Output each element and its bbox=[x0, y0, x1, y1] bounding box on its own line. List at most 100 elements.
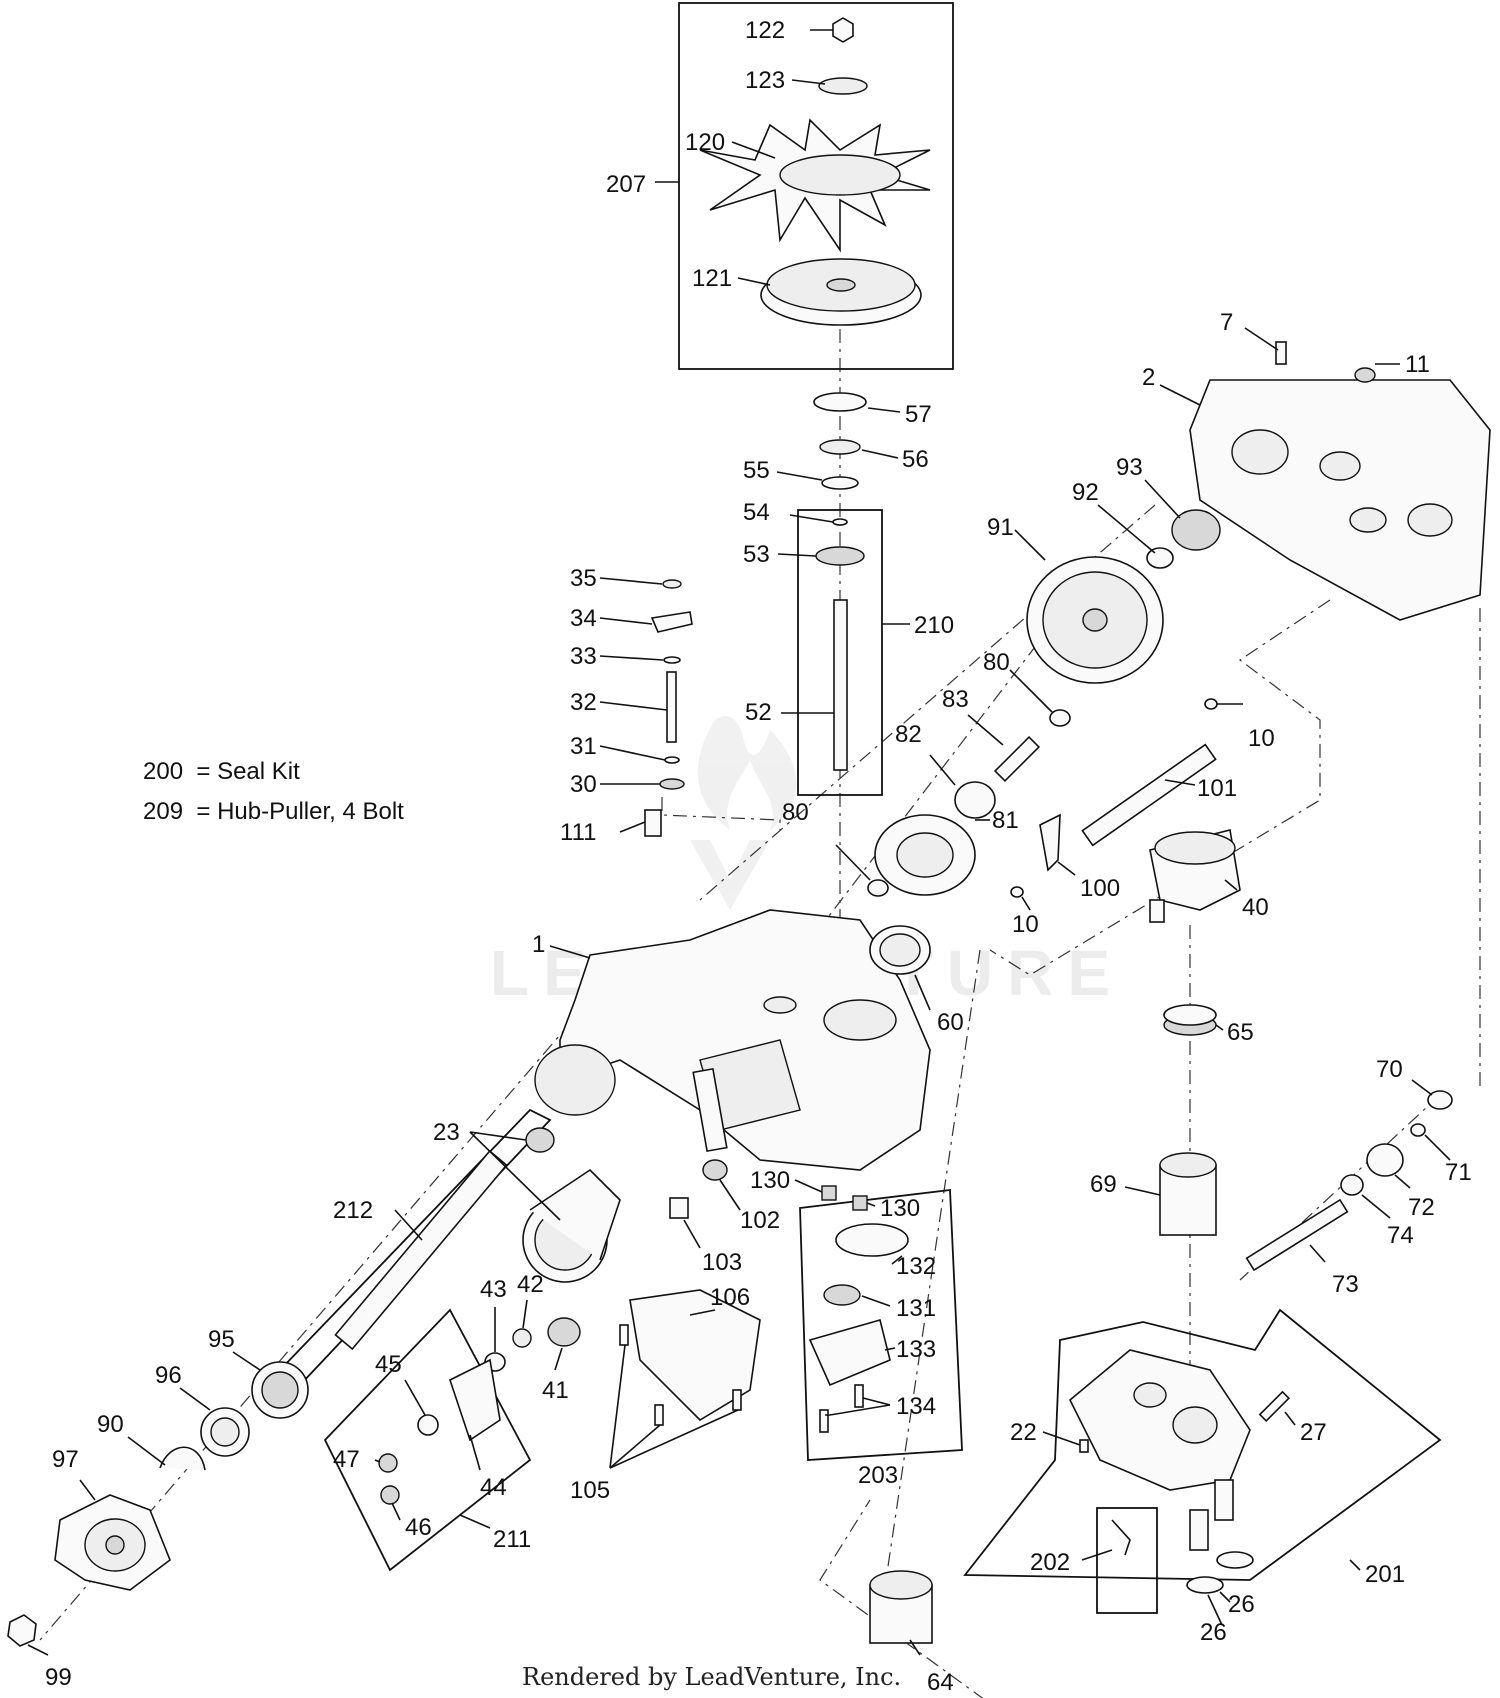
callout-43: 43 bbox=[480, 1276, 507, 1303]
valve-131 bbox=[823, 1284, 861, 1306]
callout-95: 95 bbox=[208, 1326, 235, 1353]
callout-93: 93 bbox=[1116, 454, 1143, 481]
nut-122 bbox=[832, 17, 854, 43]
seal-96 bbox=[200, 1407, 250, 1457]
callout-57: 57 bbox=[905, 401, 932, 428]
arm-102 bbox=[692, 1067, 728, 1153]
callout-121: 121 bbox=[692, 265, 732, 292]
callout-81: 81 bbox=[992, 807, 1019, 834]
shaft-101 bbox=[1081, 743, 1217, 847]
fitting-42 bbox=[512, 1328, 532, 1348]
washer-70 bbox=[1427, 1090, 1453, 1110]
spring-202 bbox=[1111, 1519, 1131, 1556]
bushing-23 bbox=[525, 1127, 555, 1153]
screw-105a bbox=[619, 1324, 629, 1346]
washer-45 bbox=[417, 1414, 439, 1436]
gear-81 bbox=[874, 814, 976, 896]
oring-26b bbox=[1216, 1551, 1254, 1569]
callout-73: 73 bbox=[1332, 1271, 1359, 1298]
callout-80: 80 bbox=[782, 799, 809, 826]
callout-41: 41 bbox=[542, 1377, 569, 1404]
callout-44: 44 bbox=[480, 1474, 507, 1501]
valve-202b bbox=[1214, 1479, 1234, 1521]
screw-134a bbox=[819, 1409, 829, 1433]
base-133 bbox=[808, 1319, 891, 1387]
clip-103 bbox=[669, 1197, 689, 1219]
screw-105c bbox=[732, 1389, 742, 1411]
bolt-27 bbox=[1258, 1390, 1290, 1422]
ring-71 bbox=[1410, 1123, 1426, 1137]
valve-202a bbox=[1189, 1509, 1209, 1551]
callout-33: 33 bbox=[570, 643, 597, 670]
callout-7: 7 bbox=[1220, 309, 1233, 336]
callout-122: 122 bbox=[745, 17, 785, 44]
fan-120 bbox=[699, 118, 931, 253]
callout-10: 10 bbox=[1248, 725, 1275, 752]
bolt-7 bbox=[1275, 341, 1287, 365]
bracket-44 bbox=[449, 1358, 501, 1442]
callout-106: 106 bbox=[710, 1284, 750, 1311]
brake-100 bbox=[1039, 813, 1061, 872]
legend-sep: = bbox=[196, 758, 211, 785]
callout-130: 130 bbox=[880, 1195, 920, 1222]
clip-33 bbox=[663, 656, 681, 664]
callout-56: 56 bbox=[902, 446, 929, 473]
pulley-121 bbox=[760, 258, 922, 326]
callout-47: 47 bbox=[333, 1446, 360, 1473]
oring-26a bbox=[1186, 1576, 1224, 1594]
legend-code: 200 bbox=[143, 758, 184, 785]
shaft-73 bbox=[1245, 1198, 1349, 1272]
cover-2 bbox=[1189, 379, 1491, 621]
seal-30 bbox=[659, 778, 685, 790]
seal-56 bbox=[819, 439, 861, 455]
plug-11 bbox=[1354, 367, 1376, 383]
washer-92 bbox=[1146, 547, 1174, 569]
watermark-logo bbox=[690, 716, 797, 910]
callout-35: 35 bbox=[570, 565, 597, 592]
box-202 bbox=[1096, 1507, 1158, 1614]
washer-80-lower bbox=[867, 879, 889, 897]
parts bbox=[7, 17, 1491, 1647]
callout-34: 34 bbox=[570, 605, 597, 632]
callout-2: 2 bbox=[1142, 364, 1155, 391]
bearing-53 bbox=[815, 546, 865, 566]
housing-1 bbox=[534, 909, 931, 1171]
callout-30: 30 bbox=[570, 771, 597, 798]
group-boxes bbox=[278, 2, 1442, 1614]
sensor-111 bbox=[644, 809, 662, 837]
callout-207: 207 bbox=[606, 171, 646, 198]
callout-46: 46 bbox=[405, 1514, 432, 1541]
screw-105b bbox=[654, 1404, 664, 1426]
footer-credit: Rendered by LeadVenture, Inc. bbox=[522, 1663, 902, 1691]
ring-10-lower bbox=[1010, 886, 1024, 898]
callout-134: 134 bbox=[896, 1393, 936, 1420]
cradle-40 bbox=[1149, 829, 1241, 923]
callout-53: 53 bbox=[743, 541, 770, 568]
callout-212: 212 bbox=[333, 1197, 373, 1224]
callout-52: 52 bbox=[745, 699, 772, 726]
box-207 bbox=[678, 2, 954, 370]
bearing-95 bbox=[251, 1361, 309, 1419]
callout-90: 90 bbox=[97, 1411, 124, 1438]
housing-201 bbox=[1069, 1349, 1251, 1491]
box-201 bbox=[963, 1308, 1442, 1581]
callout-201: 201 bbox=[1365, 1561, 1405, 1588]
callout-42: 42 bbox=[517, 1271, 544, 1298]
washer-80-upper bbox=[1049, 709, 1071, 727]
ring-10-upper bbox=[1204, 698, 1218, 710]
callout-211: 211 bbox=[493, 1526, 531, 1553]
legend-text: Seal Kit bbox=[217, 758, 300, 785]
legend-text: Hub-Puller, 4 Bolt bbox=[217, 798, 404, 825]
filter-23 bbox=[522, 1168, 621, 1283]
callout-111: 111 bbox=[560, 819, 596, 846]
callout-82: 82 bbox=[895, 721, 922, 748]
callout-22: 22 bbox=[1010, 1419, 1037, 1446]
seal-60 bbox=[869, 925, 931, 975]
callout-64: 64 bbox=[927, 1669, 954, 1696]
plug-130b bbox=[852, 1195, 868, 1211]
callout-96: 96 bbox=[155, 1362, 182, 1389]
shaft-52 bbox=[833, 599, 848, 771]
callout-100: 100 bbox=[1080, 875, 1120, 902]
shaft-83 bbox=[993, 735, 1041, 783]
washer-123 bbox=[818, 77, 868, 95]
